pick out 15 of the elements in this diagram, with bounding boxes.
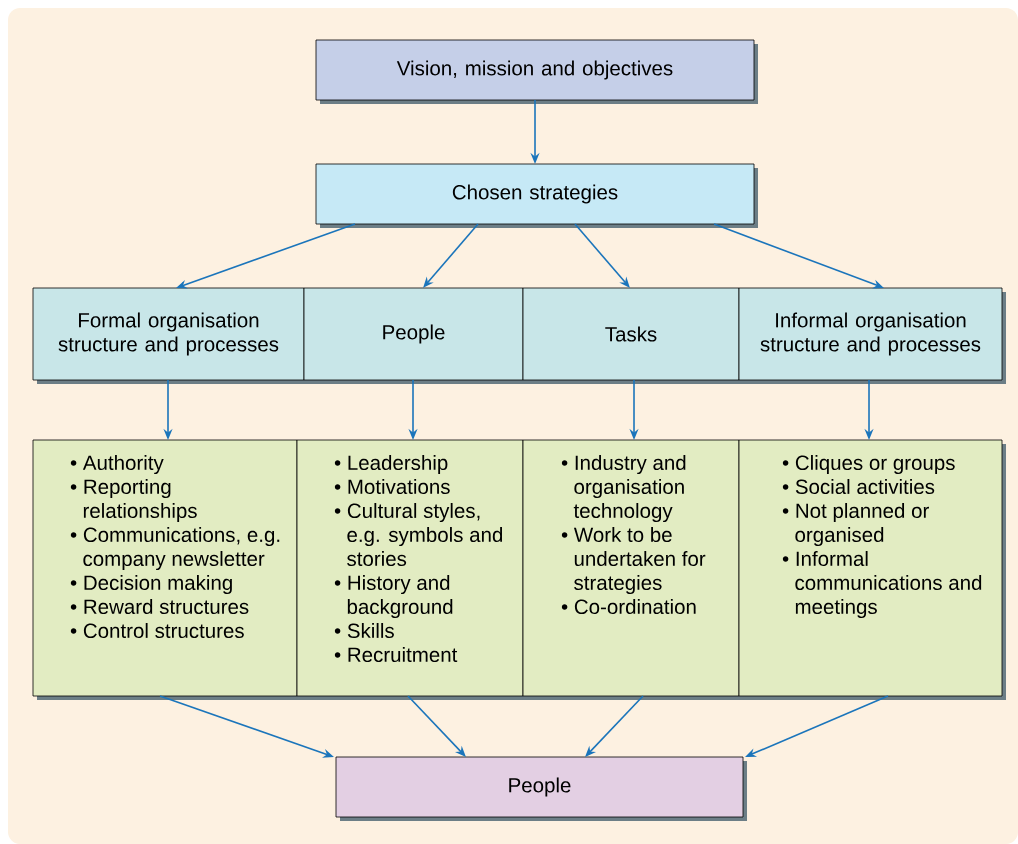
bullet-list-box: • Industry and organisation technology • Work to be undertaken for strategies • Co-ordination bbox=[522, 439, 743, 700]
arrow bbox=[574, 223, 630, 288]
process-box: Chosen strategies bbox=[315, 163, 758, 228]
process-box: Informal organisation structure and processes bbox=[738, 287, 1006, 384]
arrow bbox=[423, 223, 479, 288]
arrow bbox=[585, 695, 644, 757]
process-box: Tasks bbox=[522, 287, 743, 384]
process-box: Vision, mission and objectives bbox=[315, 39, 758, 104]
bullet-list-box: • Cliques or groups • Social activities • Not planned or organised • Informal communications and meetings bbox=[738, 439, 1006, 700]
process-box: People bbox=[303, 287, 527, 384]
arrow bbox=[407, 695, 466, 757]
process-box: Formal organisation structure and processes bbox=[32, 287, 308, 384]
bullet-list-box: • Leadership • Motivations • Cultural styles, e.g. symbols and stories • History and background • Skills • Recruitment bbox=[296, 439, 527, 700]
bullet-list-box: • Authority • Reporting relationships • Communications, e.g. company newsletter • Decision making • Reward structures • Control structures bbox=[32, 439, 301, 700]
process-box: People bbox=[335, 756, 747, 821]
